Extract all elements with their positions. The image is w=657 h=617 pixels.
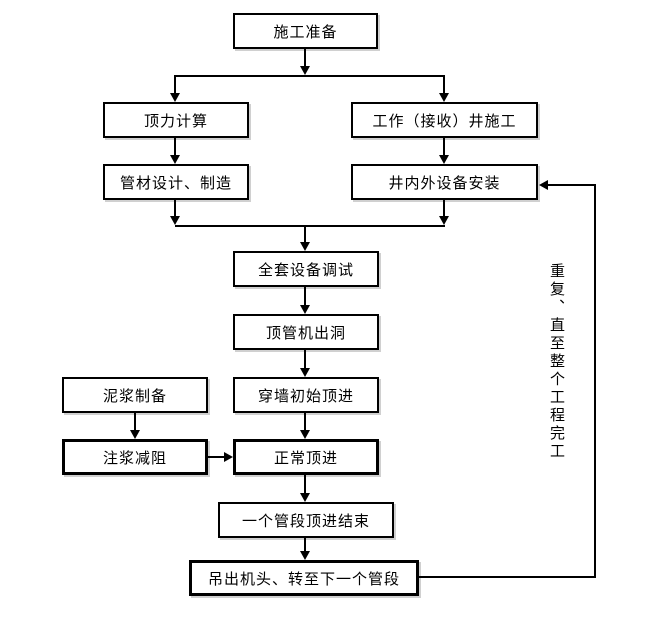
edge-force-design-arrowhead: [170, 155, 180, 164]
node-mud-preparation: 泥浆制备: [62, 377, 208, 413]
edge-prep-split-vline: [304, 49, 306, 67]
edge-debug-launch-vline: [304, 287, 306, 306]
edge-merge-center-arrowhead: [300, 242, 310, 251]
edge-launch-initial-vline: [304, 350, 306, 369]
node-construction-prep: 施工准备: [233, 13, 378, 49]
node-equipment-debug: 全套设备调试: [233, 251, 379, 287]
edge-normal-complete-vline: [304, 475, 306, 494]
edge-force-design-vline: [174, 138, 176, 156]
loop-repeat-label: 重复、直至整个工程完工: [548, 263, 565, 461]
node-jacking-force-calc: 顶力计算: [103, 102, 249, 138]
edge-loop-vline: [594, 184, 596, 578]
edge-normal-complete-arrowhead: [300, 493, 310, 502]
node-lift-head: 吊出机头、转至下一个管段: [189, 560, 419, 596]
edge-shaft-install-vline: [443, 138, 445, 156]
edge-mud-grout-arrowhead: [130, 430, 140, 439]
edge-debug-launch-arrowhead: [300, 305, 310, 314]
edge-loop-top-hline: [547, 184, 596, 186]
edge-merge-right-arrowhead: [439, 216, 449, 225]
node-section-complete: 一个管段顶进结束: [218, 502, 394, 538]
edge-shaft-install-arrowhead: [439, 155, 449, 164]
edge-split-left-arrowhead: [170, 93, 180, 102]
edge-split-hline: [175, 75, 445, 77]
edge-loop-arrowhead: [539, 180, 548, 190]
node-machine-launch: 顶管机出洞: [233, 314, 379, 350]
edge-launch-initial-arrowhead: [300, 368, 310, 377]
edge-merge-left-arrowhead: [170, 216, 180, 225]
edge-merge-center-vline: [304, 225, 306, 243]
node-grouting: 注浆减阻: [62, 439, 208, 475]
node-normal-jacking: 正常顶进: [233, 439, 379, 475]
edge-split-right-vline: [443, 75, 445, 94]
node-equipment-install: 井内外设备安装: [351, 164, 538, 200]
edge-initial-normal-arrowhead: [300, 430, 310, 439]
node-pipe-design: 管材设计、制造: [103, 164, 249, 200]
node-initial-jacking: 穿墙初始顶进: [233, 377, 379, 413]
edge-merge-left-vline: [174, 200, 176, 217]
edge-complete-lift-vline: [304, 538, 306, 552]
node-shaft-construction: 工作（接收）井施工: [351, 102, 538, 138]
edge-merge-hline: [175, 225, 445, 227]
edge-prep-split-arrowhead: [300, 66, 310, 75]
edge-split-right-arrowhead: [439, 93, 449, 102]
edge-mud-grout-vline: [134, 413, 136, 431]
edge-merge-right-vline: [443, 200, 445, 217]
edge-complete-lift-arrowhead: [300, 551, 310, 560]
edge-split-left-vline: [174, 75, 176, 94]
edge-grout-normal-hline: [208, 456, 225, 458]
edge-initial-normal-vline: [304, 413, 306, 431]
edge-grout-normal-arrowhead: [224, 452, 233, 462]
edge-loop-bottom-hline: [419, 576, 596, 578]
